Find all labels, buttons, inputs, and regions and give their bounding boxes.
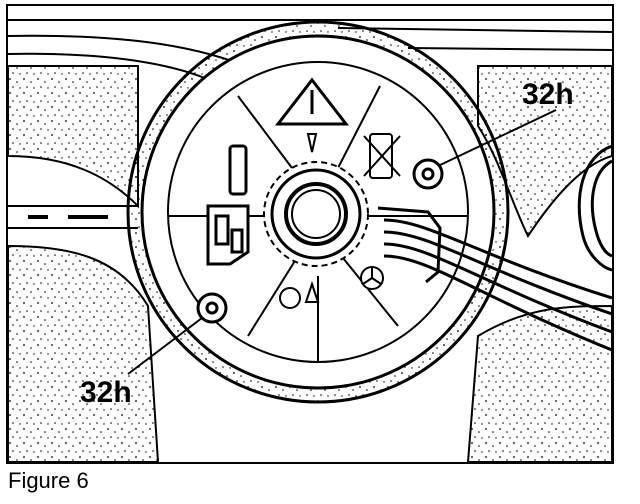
central-hub — [263, 161, 369, 267]
figure-illustration: 32h 32h — [6, 4, 614, 464]
bottom-index-arrow-icon — [304, 280, 320, 303]
leader-line-upper — [437, 109, 557, 167]
leader-line-lower — [127, 317, 203, 375]
screw-upper-right — [412, 158, 444, 190]
left-lower-panel — [8, 244, 160, 462]
left-slot — [228, 144, 248, 196]
crossed-module-icon — [363, 133, 401, 179]
callout-32h-upper: 32h — [522, 78, 574, 111]
left-shaft — [8, 205, 138, 229]
lower-left-hole — [279, 287, 301, 309]
left-connector — [206, 204, 250, 266]
figure-caption: Figure 6 — [8, 468, 89, 493]
ribbon-cable — [377, 206, 612, 352]
right-edge-ring — [577, 144, 612, 272]
background-trim-lines — [8, 19, 612, 97]
mercedes-star-icon — [360, 266, 384, 290]
right-lower-panel — [466, 304, 612, 462]
steering-clockspring-drawing — [8, 19, 612, 462]
screw-lower-left — [196, 292, 228, 324]
warning-triangle-icon — [274, 77, 350, 126]
top-index-arrow-icon — [306, 133, 318, 153]
callout-32h-lower: 32h — [80, 376, 132, 409]
left-panel — [8, 65, 139, 209]
